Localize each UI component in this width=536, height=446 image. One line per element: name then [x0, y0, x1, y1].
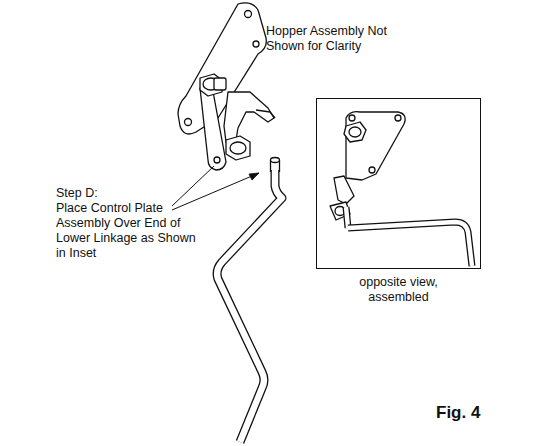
lower-linkage: [217, 163, 282, 442]
bolt: [226, 136, 250, 160]
control-plate: [178, 3, 266, 134]
note-label: Step D:: [56, 186, 166, 201]
bracket: [224, 92, 274, 142]
inset-caption: opposite view, assembled: [339, 275, 459, 305]
inset-frame: [316, 98, 481, 269]
control-plate: [346, 112, 405, 180]
figure-caption: Fig. 4: [436, 403, 526, 423]
inset-view: opposite view, assembled: [316, 98, 481, 307]
note-label: Place Control Plate Assembly Over End of…: [56, 201, 206, 261]
plate-arm: [200, 86, 226, 170]
bolt: [344, 122, 366, 142]
note-label: Hopper Assembly Not Shown for Clarity: [266, 24, 416, 54]
